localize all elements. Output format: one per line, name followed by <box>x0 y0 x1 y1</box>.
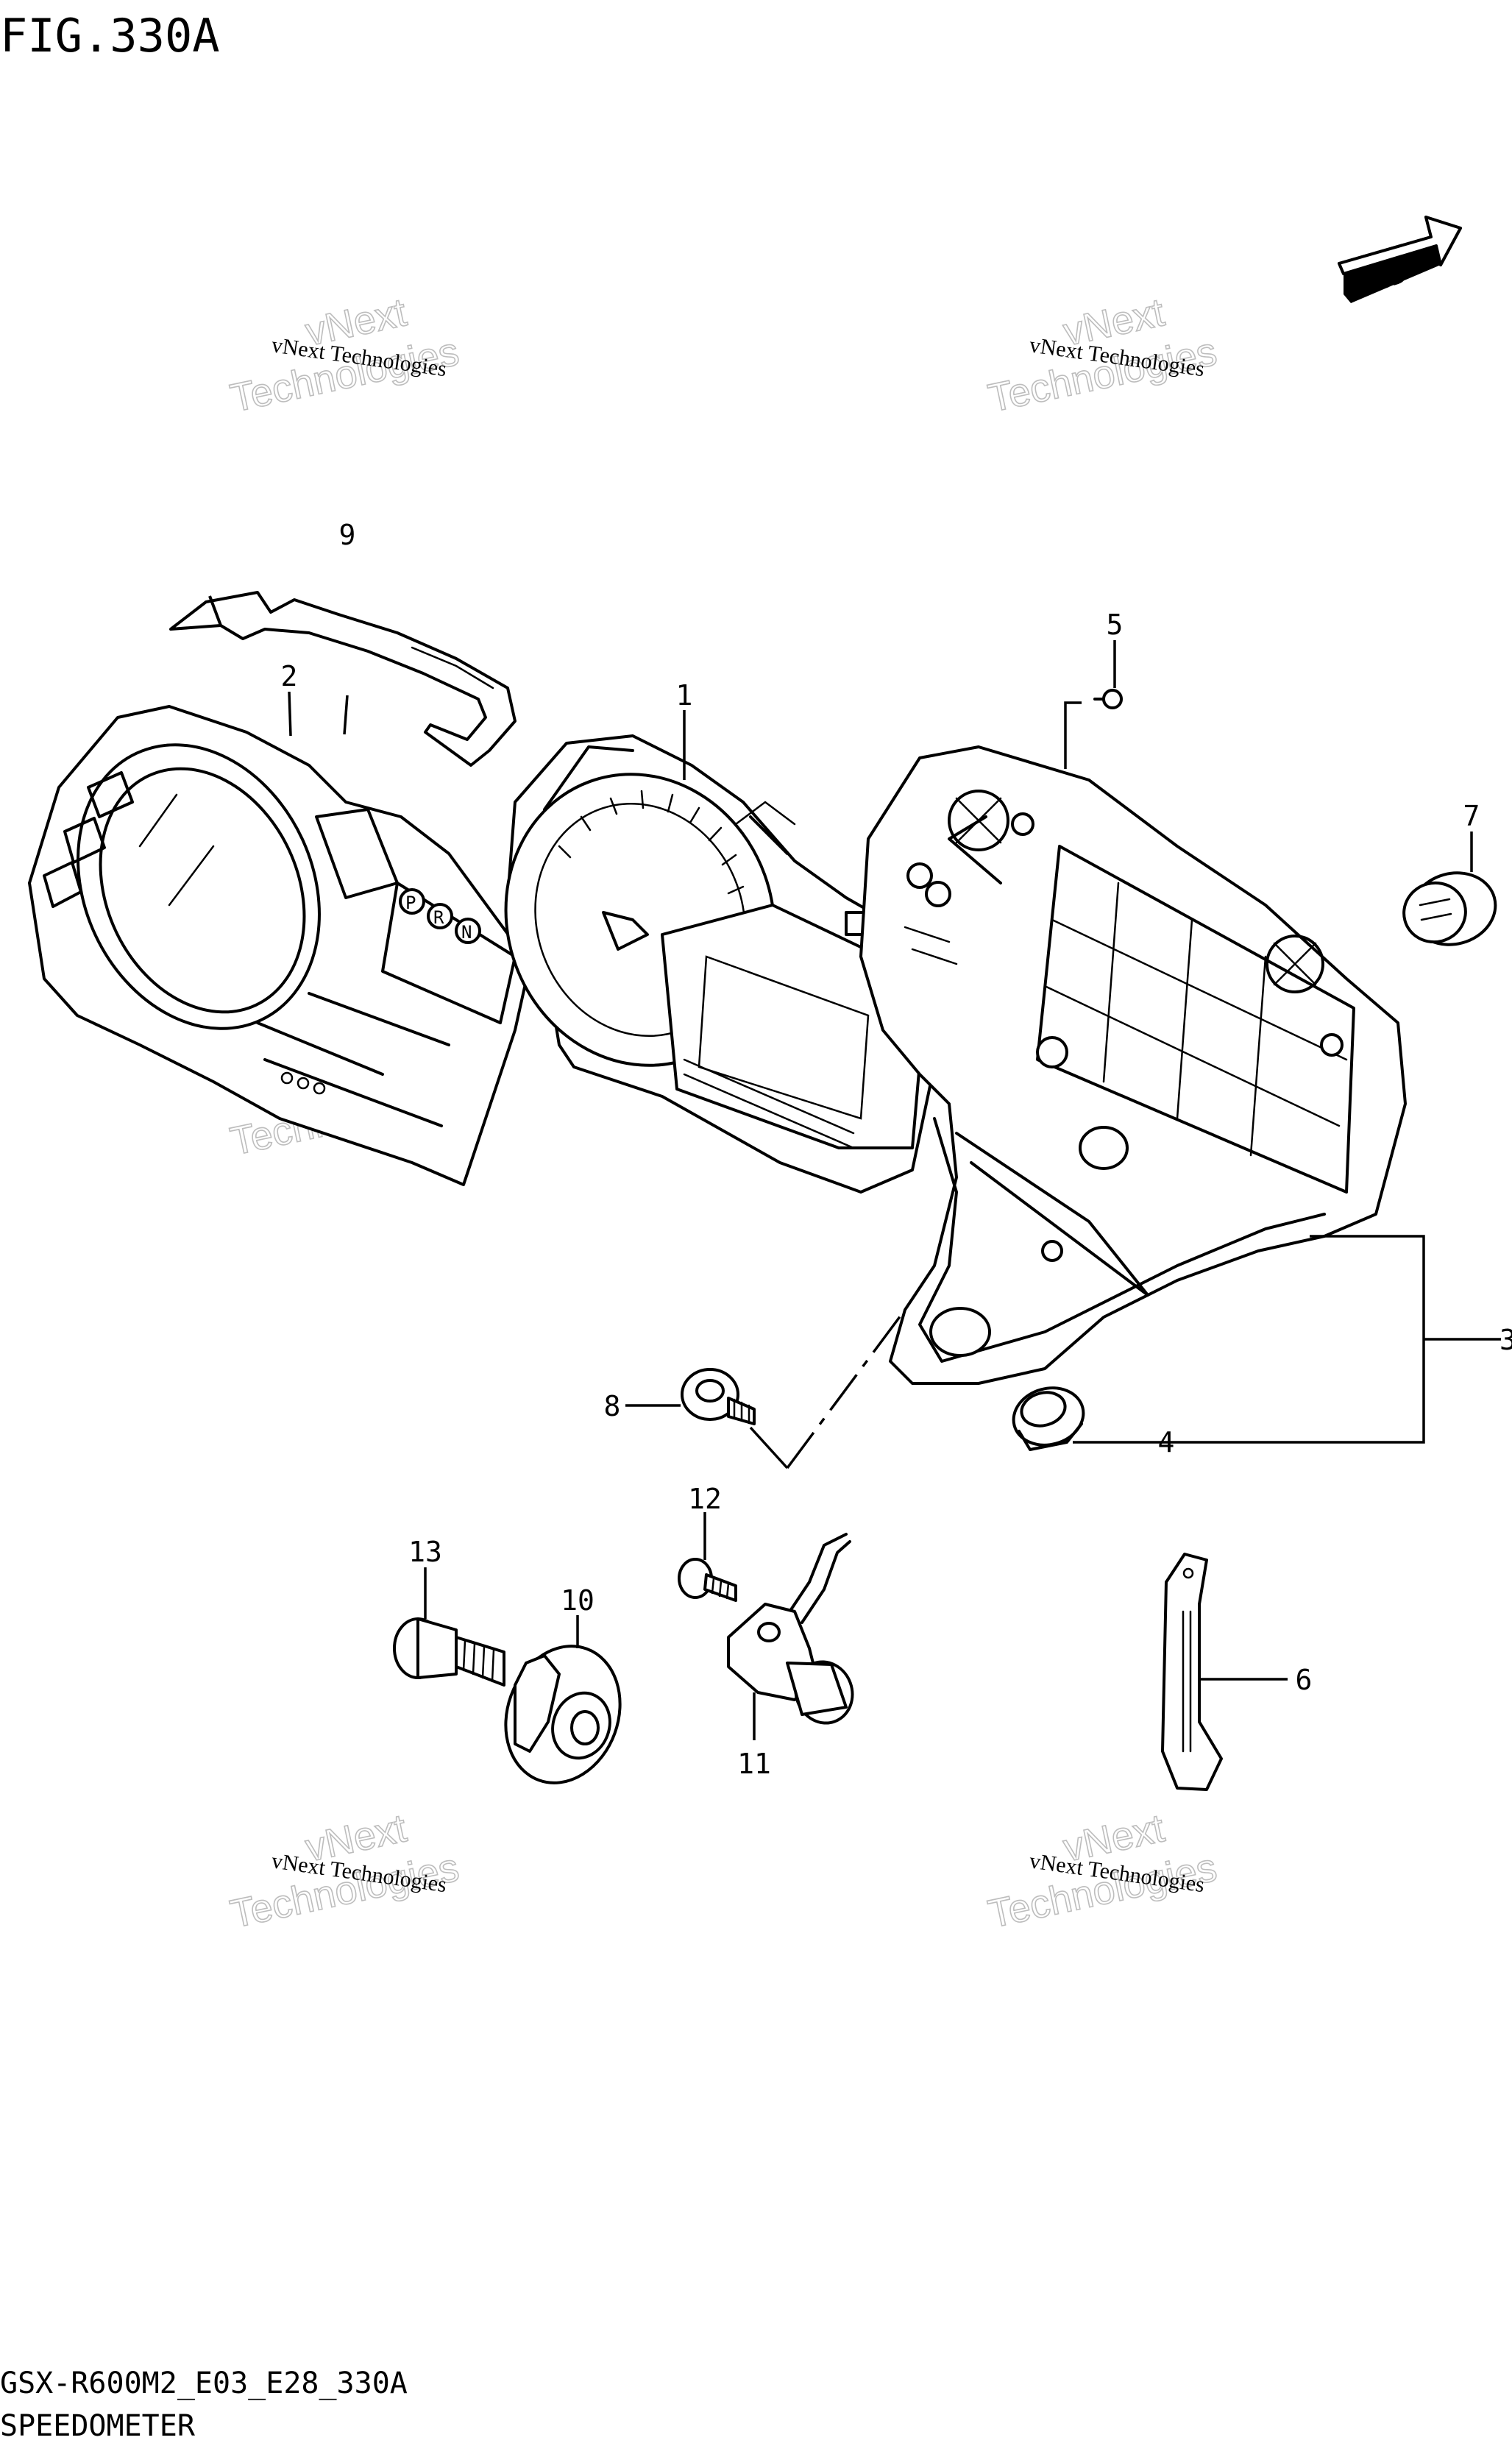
callout-9: 9 <box>339 519 356 551</box>
part-9-cover <box>169 591 517 767</box>
callout-4: 4 <box>1158 1426 1175 1458</box>
callout-7: 7 <box>1463 800 1480 832</box>
section-name: SPEEDOMETER <box>0 2409 196 2443</box>
callout-11: 11 <box>737 1748 771 1780</box>
part-3-rear-case <box>859 745 1407 1385</box>
callout-8: 8 <box>604 1390 621 1422</box>
part-7-cap <box>1402 871 1497 946</box>
part-5-screw <box>1093 689 1123 709</box>
part-4-grommet <box>1012 1386 1085 1451</box>
callout-1: 1 <box>676 679 693 712</box>
part-1-meter-assembly <box>504 734 951 1194</box>
callout-3: 3 <box>1499 1324 1512 1356</box>
part-6-strap <box>1161 1553 1223 1791</box>
watermark-top-right: vNext Technologies vNext Technologies <box>984 290 1221 422</box>
part-8-bolt <box>681 1368 756 1425</box>
callout-12: 12 <box>688 1483 722 1515</box>
part-10-collar <box>504 1645 622 1784</box>
watermark-bottom-right: vNext Technologies vNext Technologies <box>984 1806 1221 1937</box>
watermark-bottom-left: vNext Technologies vNext Technologies <box>226 1806 463 1937</box>
gear-letter-r: R <box>433 907 444 928</box>
figure-title: FIG.330A <box>0 9 220 63</box>
part-13-bolt <box>393 1617 505 1687</box>
part-11-speed-sensor <box>727 1533 854 1725</box>
callout-10: 10 <box>561 1584 594 1617</box>
callout-5: 5 <box>1107 609 1124 641</box>
gear-letter-p: P <box>405 893 416 913</box>
part-2-housing: P R N <box>28 705 531 1186</box>
model-code: GSX-R600M2_E03_E28_330A <box>0 2366 408 2400</box>
callout-13: 13 <box>408 1536 442 1568</box>
watermark-top-left: vNext Technologies vNext Technologies <box>226 290 463 422</box>
fwd-arrow-icon: FWD <box>1338 216 1462 305</box>
part-12-screw <box>678 1558 737 1602</box>
callout-6: 6 <box>1296 1664 1313 1696</box>
gear-letter-n: N <box>461 922 472 943</box>
callout-2: 2 <box>281 660 298 692</box>
